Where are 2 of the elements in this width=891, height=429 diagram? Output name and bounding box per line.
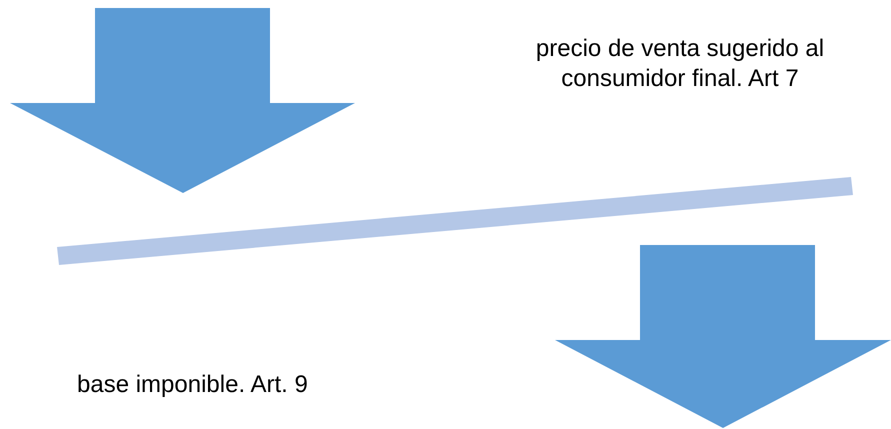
text-label: base imponible. Art. 9 xyxy=(77,370,309,400)
text-label: precio de venta sugerido al consumidor final. Art 7 xyxy=(534,34,826,94)
